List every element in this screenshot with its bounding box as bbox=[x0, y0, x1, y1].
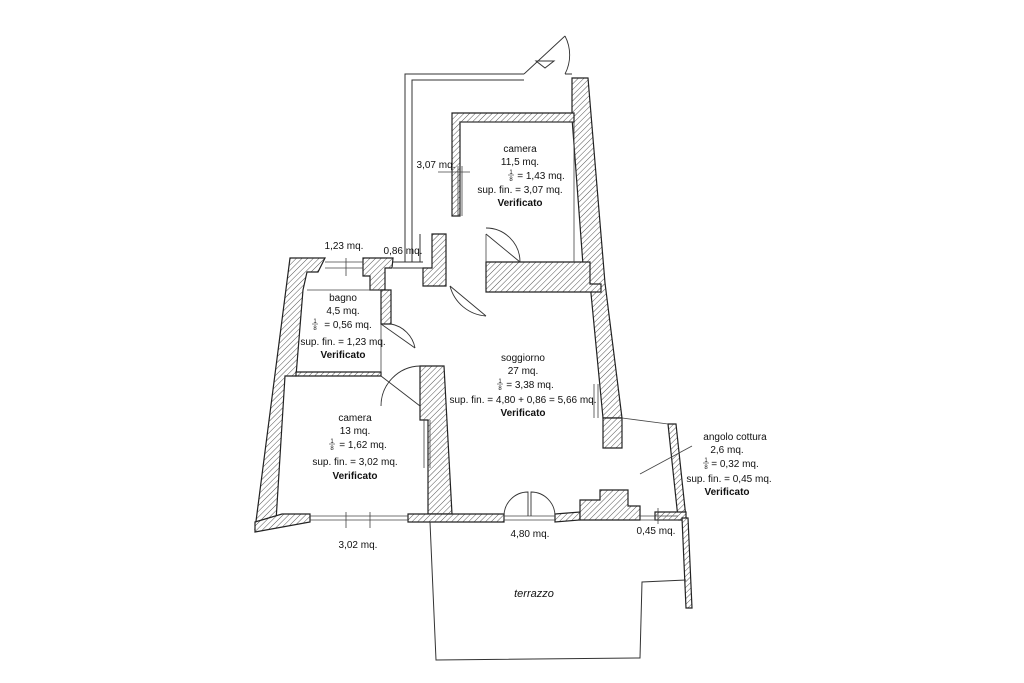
room-ratio: = 1,62 mq. bbox=[339, 440, 387, 451]
room-area: 2,6 mq. bbox=[710, 445, 743, 456]
exterior-wall-right bbox=[571, 77, 623, 419]
room-angolo-cottura: angolo cottura 2,6 mq. 1 8 = 0,32 mq. su… bbox=[686, 432, 771, 498]
room-status: Verificato bbox=[332, 471, 377, 482]
exterior-wall-bottom-right bbox=[554, 511, 581, 523]
svg-text:1: 1 bbox=[313, 319, 317, 325]
window-label-cottura: 0,45 mq. bbox=[637, 526, 676, 537]
bagno-lower-wall bbox=[295, 371, 382, 377]
room-sup: sup. fin. = 3,02 mq. bbox=[312, 457, 397, 468]
room-sup: sup. fin. = 3,07 mq. bbox=[477, 185, 562, 196]
exterior-wall-right-lower bbox=[681, 517, 693, 609]
window-labels: 3,07 mq. 1,23 mq. 0,86 mq. 3,02 mq. 4,80… bbox=[325, 160, 676, 551]
room-camera-top: camera 11,5 mq. 1 8 = 1,43 mq. sup. fin.… bbox=[477, 144, 564, 209]
kitchen-right-wall bbox=[667, 423, 687, 519]
svg-text:8: 8 bbox=[704, 465, 708, 471]
room-name: soggiorno bbox=[501, 353, 545, 364]
bagno-top-wall bbox=[362, 257, 394, 291]
pillar-bottom bbox=[579, 489, 641, 521]
exterior-wall-bottom-mid bbox=[407, 513, 505, 523]
room-ratio: = 3,38 mq. bbox=[506, 380, 554, 391]
room-area: 4,5 mq. bbox=[326, 306, 359, 317]
room-ratio: = 0,56 mq. bbox=[324, 320, 372, 331]
room-ratio: = 1,43 mq. bbox=[517, 171, 565, 182]
room-name: angolo cottura bbox=[703, 432, 767, 443]
svg-text:1: 1 bbox=[498, 379, 502, 385]
svg-text:1: 1 bbox=[509, 170, 513, 176]
outlines bbox=[307, 73, 693, 661]
terrace-label: terrazzo bbox=[514, 588, 554, 600]
room-name: camera bbox=[338, 413, 372, 424]
room-status: Verificato bbox=[704, 487, 749, 498]
room-area: 27 mq. bbox=[508, 366, 539, 377]
window-label-entry: 0,86 mq. bbox=[384, 246, 423, 257]
kitchen-wall bbox=[602, 417, 623, 449]
room-area: 13 mq. bbox=[340, 426, 371, 437]
room-area: 11,5 mq. bbox=[501, 157, 539, 168]
window-label-soggiorno: 4,80 mq. bbox=[511, 529, 550, 540]
area-terrazzo: terrazzo bbox=[514, 588, 554, 600]
window-label-camera-bottom: 3,02 mq. bbox=[339, 540, 378, 551]
room-name: camera bbox=[503, 144, 537, 155]
bagno-right-wall bbox=[380, 289, 392, 325]
window-label-camera-top: 3,07 mq. bbox=[417, 160, 456, 171]
svg-text:1: 1 bbox=[330, 439, 334, 445]
entry-wall bbox=[422, 233, 447, 287]
svg-text:1: 1 bbox=[704, 458, 708, 464]
room-status: Verificato bbox=[320, 350, 365, 361]
room-sup: sup. fin. = 1,23 mq. bbox=[300, 337, 385, 348]
svg-text:8: 8 bbox=[498, 386, 502, 392]
doors bbox=[380, 35, 571, 517]
entrance-arrow-icon bbox=[534, 60, 556, 69]
room-sup: sup. fin. = 0,45 mq. bbox=[686, 474, 771, 485]
room-soggiorno: soggiorno 27 mq. 1 8 = 3,38 mq. sup. fin… bbox=[449, 353, 596, 419]
svg-text:8: 8 bbox=[330, 446, 334, 452]
walls bbox=[254, 77, 693, 609]
camera-bottom-wall bbox=[485, 261, 602, 293]
svg-text:8: 8 bbox=[509, 177, 513, 183]
exterior-wall-left bbox=[254, 257, 326, 530]
room-name: bagno bbox=[329, 293, 357, 304]
svg-text:8: 8 bbox=[313, 326, 317, 332]
room-ratio: = 0,32 mq. bbox=[711, 459, 759, 470]
room-status: Verificato bbox=[500, 408, 545, 419]
central-partition bbox=[419, 365, 453, 515]
room-status: Verificato bbox=[497, 198, 542, 209]
window-label-bagno: 1,23 mq. bbox=[325, 241, 364, 252]
room-bagno: bagno 4,5 mq. 1 8 = 0,56 mq. sup. fin. =… bbox=[300, 293, 385, 361]
room-sup: sup. fin. = 4,80 + 0,86 = 5,66 mq. bbox=[449, 395, 596, 406]
exterior-wall-bottom-left bbox=[254, 513, 311, 533]
room-camera-bottom: camera 13 mq. 1 8 = 1,62 mq. sup. fin. =… bbox=[312, 413, 397, 482]
